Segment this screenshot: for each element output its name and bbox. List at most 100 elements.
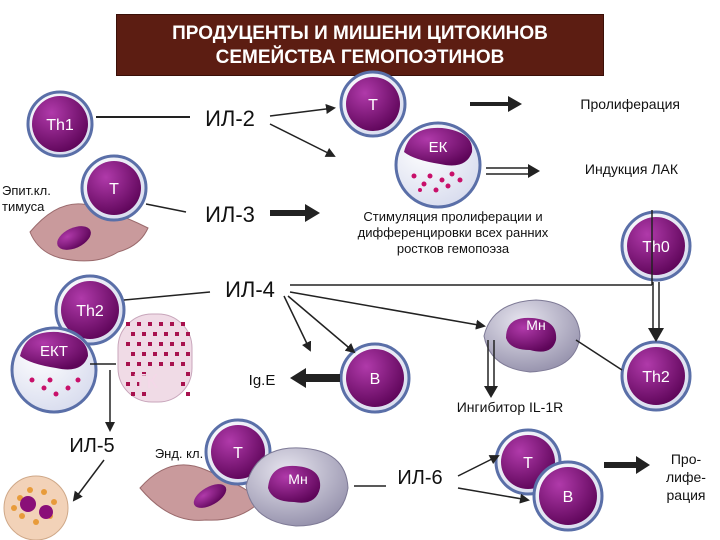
tk-granule bbox=[142, 332, 146, 336]
tk-granule bbox=[153, 352, 157, 356]
th2-left-cell: Th2 bbox=[54, 274, 126, 346]
stimulation-label: Стимуляция пролиферации и дифференцировк… bbox=[357, 209, 549, 256]
tk-granule bbox=[186, 392, 190, 396]
tk-granule bbox=[126, 382, 130, 386]
tk-granule bbox=[142, 392, 146, 396]
th0-label: Th0 bbox=[642, 239, 670, 256]
t-top-label: T bbox=[368, 97, 378, 114]
arrows bbox=[72, 96, 664, 504]
tk-granule bbox=[175, 332, 179, 336]
arrow-proliferation2 bbox=[604, 456, 650, 474]
t-cell-thymus: T bbox=[80, 154, 148, 222]
proliferation2-label: Про- лифе- рация bbox=[666, 451, 706, 503]
tk-granule bbox=[159, 342, 163, 346]
tk-granule bbox=[181, 342, 185, 346]
tk-granule bbox=[175, 352, 179, 356]
tk-granule bbox=[137, 362, 141, 366]
tk-granule bbox=[186, 332, 190, 336]
tk-granule bbox=[131, 332, 135, 336]
tk-granule bbox=[148, 362, 152, 366]
t-bottom-right-label: T bbox=[523, 455, 533, 472]
tk-granule bbox=[131, 392, 135, 396]
il3-label: ИЛ-3 bbox=[205, 202, 255, 227]
ekt-cell: ЕКТ bbox=[10, 326, 98, 414]
ige-label: Ig.E bbox=[249, 372, 276, 389]
inhibitor-label: Ингибитор IL-1R bbox=[457, 399, 564, 415]
arrow-il2-ek bbox=[269, 123, 336, 157]
arrow-il5-eosinophil bbox=[72, 459, 105, 502]
b-cell-bottom-right: B bbox=[532, 460, 604, 532]
tk-granule bbox=[137, 322, 141, 326]
arrow-t-il3 bbox=[145, 203, 187, 213]
tk-granule bbox=[153, 332, 157, 336]
tk-granule bbox=[148, 322, 152, 326]
arrow-il6-b bbox=[457, 487, 530, 504]
monocyte-mid: Мн bbox=[483, 299, 581, 373]
t-thymus-label: T bbox=[109, 181, 119, 198]
tk-granule bbox=[181, 382, 185, 386]
il2-label: ИЛ-2 bbox=[205, 106, 255, 131]
th2-right-label: Th2 bbox=[642, 369, 670, 386]
diagram-title: ПРОДУЦЕНТЫ И МИШЕНИ ЦИТОКИНОВ СЕМЕЙСТВА … bbox=[116, 14, 604, 76]
arrow-b-ige bbox=[290, 368, 340, 388]
arrow-il6-t bbox=[457, 455, 500, 477]
t-bottom-label: T bbox=[233, 445, 243, 462]
thymus-epithelial-label: Эпит.кл. тимуса bbox=[2, 183, 51, 214]
arrow-mn-th2 bbox=[575, 339, 623, 371]
ekt-label: ЕКТ bbox=[40, 343, 68, 360]
t-cell-top: T bbox=[339, 70, 407, 138]
tk-granule bbox=[159, 362, 163, 366]
tk-granule bbox=[148, 342, 152, 346]
tk-granule bbox=[159, 322, 163, 326]
arrow-t-proliferation bbox=[470, 96, 522, 112]
tk-granule bbox=[142, 352, 146, 356]
title-line-1: ПРОДУЦЕНТЫ И МИШЕНИ ЦИТОКИНОВ bbox=[172, 23, 548, 44]
tk-granule bbox=[186, 352, 190, 356]
tk-granule bbox=[142, 372, 146, 376]
tk-granule bbox=[126, 342, 130, 346]
tk-granule bbox=[131, 372, 135, 376]
tk-label: ТК bbox=[134, 371, 158, 393]
tk-granule bbox=[170, 322, 174, 326]
arrow-th2-il4 bbox=[123, 291, 211, 301]
endothelial-label: Энд. кл. bbox=[154, 446, 204, 461]
tk-granule bbox=[137, 382, 141, 386]
th2-right-cell: Th2 bbox=[620, 340, 692, 412]
tk-granule bbox=[170, 342, 174, 346]
proliferation-label: Пролиферация bbox=[580, 96, 680, 112]
th1-label: Th1 bbox=[46, 117, 74, 134]
arrow-il4-mn bbox=[289, 291, 486, 330]
mn-mid-label: Мн bbox=[526, 317, 545, 333]
t-cell-bottom: T bbox=[204, 418, 272, 486]
th2-left-label: Th2 bbox=[76, 303, 104, 320]
tk-granule bbox=[137, 342, 141, 346]
tk-granule bbox=[181, 322, 185, 326]
il6-label: ИЛ-6 bbox=[397, 467, 442, 489]
eosinophil-cell bbox=[3, 475, 69, 540]
lak-label: Индукция ЛАК bbox=[585, 161, 679, 177]
arrow-il4-tk bbox=[283, 295, 312, 352]
ek-cell: ЕК bbox=[394, 121, 482, 209]
b-mid-label: B bbox=[370, 371, 381, 388]
tk-granule bbox=[181, 362, 185, 366]
tk-granule bbox=[164, 332, 168, 336]
arrow-il4-b bbox=[287, 295, 356, 354]
tk-granule bbox=[170, 362, 174, 366]
tk-granule bbox=[131, 352, 135, 356]
monocyte-bottom: Мн bbox=[245, 447, 349, 527]
tk-granule bbox=[126, 322, 130, 326]
il4-label: ИЛ-4 bbox=[225, 277, 275, 302]
ek-label: ЕК bbox=[429, 139, 448, 156]
th0-cell: Th0 bbox=[620, 210, 692, 282]
arrow-il2-t bbox=[269, 104, 336, 117]
b-bottom-right-label: B bbox=[563, 489, 574, 506]
il5-label: ИЛ-5 bbox=[69, 435, 114, 457]
tk-cell: ТК bbox=[117, 313, 193, 403]
th1-cell: Th1 bbox=[26, 90, 94, 158]
tk-granule bbox=[186, 372, 190, 376]
b-cell-mid: B bbox=[339, 342, 411, 414]
mn-bottom-label: Мн bbox=[288, 471, 307, 487]
title-line-2: СЕМЕЙСТВА ГЕМОПОЭТИНОВ bbox=[215, 47, 505, 68]
tk-granule bbox=[164, 352, 168, 356]
